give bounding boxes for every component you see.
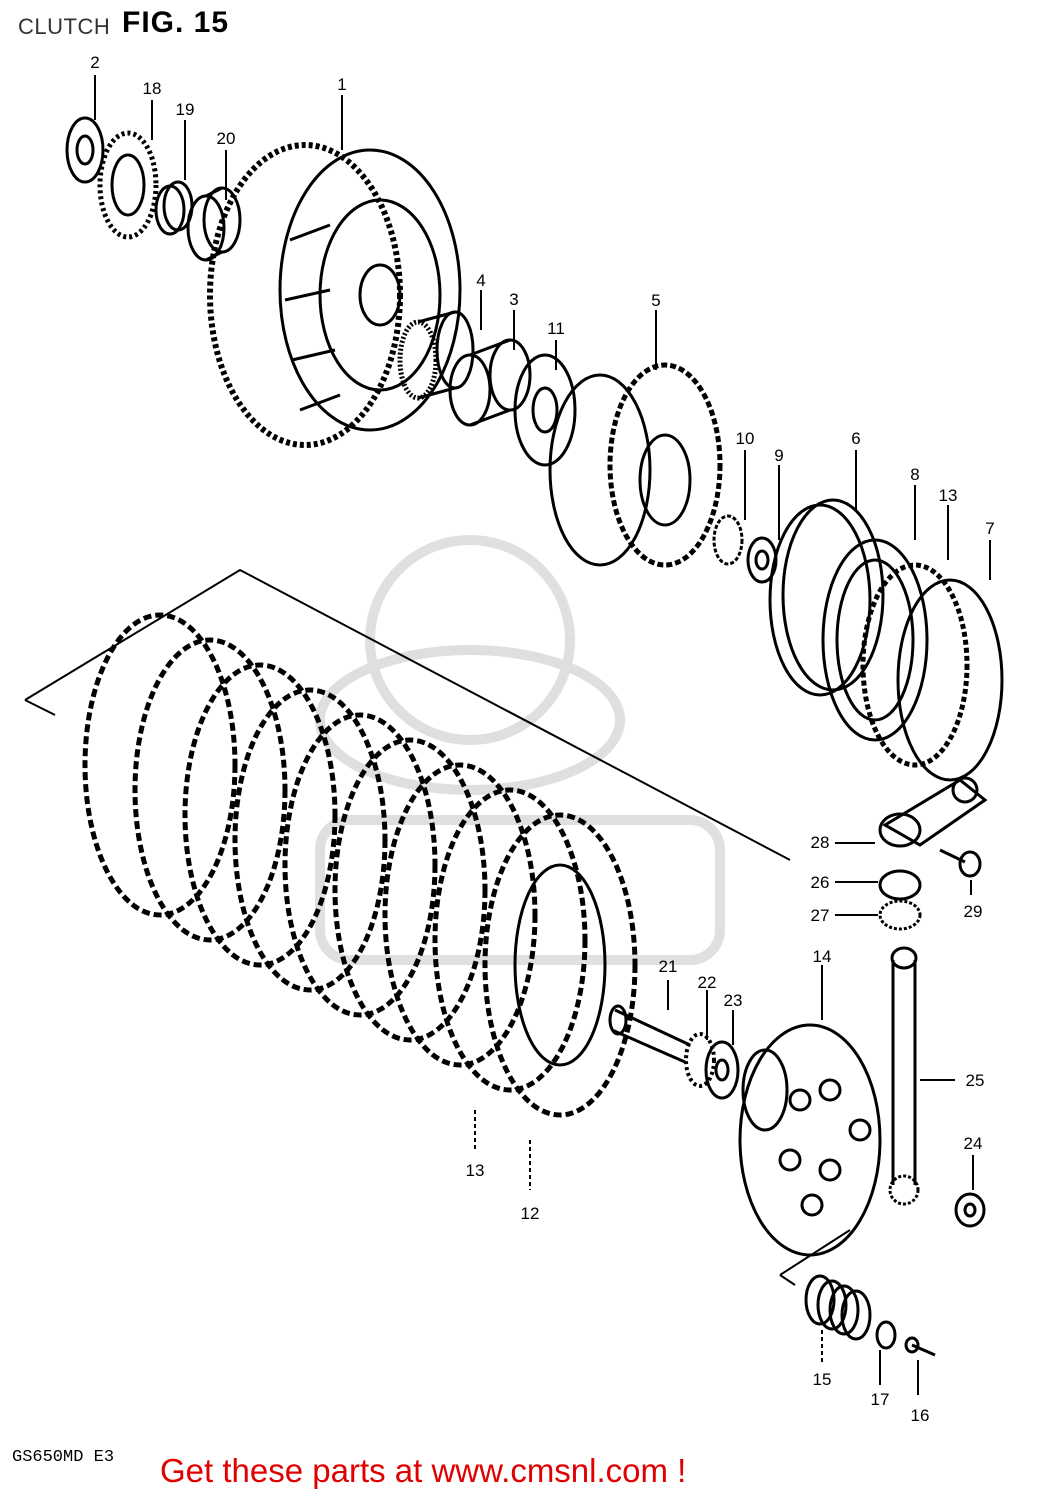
part-oil-seal-24 <box>954 1192 986 1228</box>
callout-16: 16 <box>911 1406 930 1425</box>
callout-26: 26 <box>811 873 830 892</box>
callout-25: 25 <box>966 1071 985 1090</box>
callout-14: 14 <box>813 947 832 966</box>
callout-10: 10 <box>736 429 755 448</box>
figure-label: FIG. 15 <box>122 6 230 39</box>
callout-1: 1 <box>337 75 346 94</box>
part-ring-6 <box>768 498 885 697</box>
part-bearing-20 <box>186 186 242 262</box>
callout-labels: 2 18 19 20 1 4 3 11 5 10 9 6 8 13 7 28 2… <box>90 53 994 1425</box>
callout-4: 4 <box>476 271 485 290</box>
part-thrust-washer-11 <box>513 353 577 467</box>
part-plate-13-upper <box>860 562 970 768</box>
part-washer-23 <box>704 1040 740 1100</box>
part-release-arm-28 <box>878 776 988 848</box>
part-gear-18 <box>97 130 159 240</box>
callout-8: 8 <box>910 465 919 484</box>
callout-15: 15 <box>813 1370 832 1389</box>
part-bearing-22 <box>684 1032 716 1088</box>
diagram-title: CLUTCH <box>18 14 111 39</box>
callout-9: 9 <box>774 446 783 465</box>
part-bolt-29 <box>939 848 982 878</box>
callout-18: 18 <box>143 79 162 98</box>
plate-stack <box>82 612 638 1118</box>
callout-13-upper: 13 <box>939 486 958 505</box>
part-clutch-housing-1 <box>207 142 462 448</box>
callout-22: 22 <box>698 973 717 992</box>
callout-11: 11 <box>547 319 565 338</box>
callout-6: 6 <box>851 429 860 448</box>
callout-28: 28 <box>811 833 830 852</box>
callout-20: 20 <box>217 129 236 148</box>
callout-23: 23 <box>724 991 743 1010</box>
callout-13-lower: 13 <box>466 1161 485 1180</box>
callout-17: 17 <box>871 1390 890 1409</box>
part-bolt-16 <box>904 1336 936 1357</box>
part-seat-8 <box>821 538 929 742</box>
callout-7: 7 <box>985 519 994 538</box>
part-pressure-plate-14 <box>738 1023 882 1257</box>
callout-5: 5 <box>651 291 660 310</box>
callout-29: 29 <box>964 902 983 921</box>
part-circlip-7 <box>896 578 1004 782</box>
part-washer-2 <box>65 116 105 184</box>
part-spring-15 <box>804 1274 872 1341</box>
leader-lines <box>94 75 991 1395</box>
callout-3: 3 <box>509 290 518 309</box>
part-sleeve-3 <box>448 338 532 427</box>
callout-2: 2 <box>90 53 99 72</box>
part-washer-17 <box>875 1320 897 1350</box>
watermark <box>315 535 725 965</box>
part-seal-27 <box>878 899 922 931</box>
part-release-shaft-25 <box>888 946 920 1206</box>
buy-parts-link[interactable]: Get these parts at www.cmsnl.com ! <box>160 1452 687 1489</box>
part-push-rod-21 <box>608 1004 691 1064</box>
part-lock-washer-10 <box>712 514 744 566</box>
callout-19: 19 <box>176 100 195 119</box>
callout-24: 24 <box>964 1134 983 1153</box>
part-sleeve-hub-5 <box>548 362 723 568</box>
part-bearing-26 <box>878 869 922 901</box>
callout-21: 21 <box>659 957 678 976</box>
callout-27: 27 <box>811 906 830 925</box>
spring-bracket <box>779 1229 851 1286</box>
plate-stack-bracket <box>24 568 791 861</box>
callout-12: 12 <box>521 1204 540 1223</box>
model-code: GS650MD E3 <box>12 1448 115 1467</box>
